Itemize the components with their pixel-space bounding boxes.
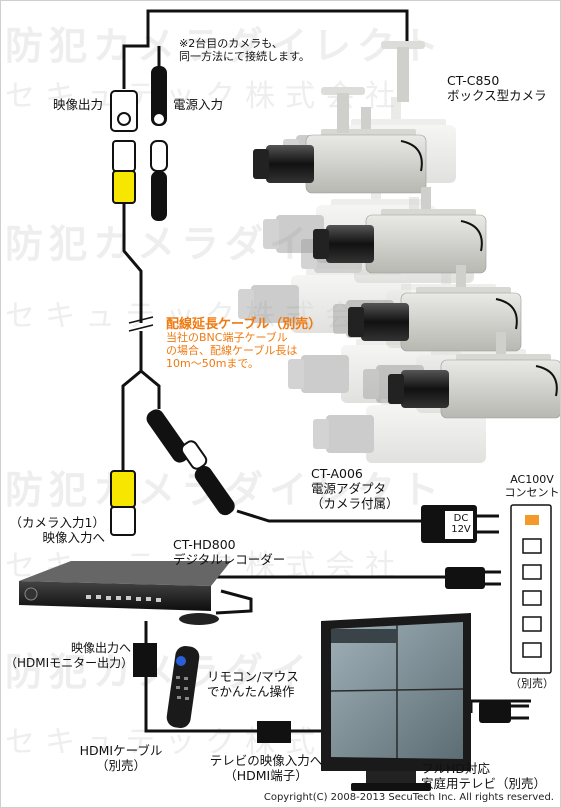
power-outlet-strip bbox=[510, 504, 552, 674]
camera-label: CT-C850 ボックス型カメラ bbox=[447, 73, 547, 103]
label-power-in: 電源入力 bbox=[173, 97, 224, 112]
watermark-company: セキュテック株式会社 bbox=[5, 79, 405, 114]
tv-label: フルHD対応 家庭用テレビ（別売） bbox=[421, 761, 547, 791]
recorder-power-plug bbox=[445, 567, 501, 589]
ac-adapter bbox=[421, 505, 499, 543]
extension-cable-label: 配線延長ケーブル（別売） 当社のBNC端子ケーブル の場合、配線ケーブル長は 1… bbox=[166, 317, 322, 370]
remote-label: リモコン/マウス でかんたん操作 bbox=[207, 669, 299, 699]
bnc-connector-camera bbox=[110, 90, 138, 204]
outlet-label: AC100V コンセント bbox=[504, 473, 560, 499]
power-plug-extension bbox=[146, 409, 235, 516]
digital-recorder bbox=[19, 561, 231, 625]
hdmi-connector-recorder bbox=[133, 643, 157, 677]
remote-control bbox=[166, 646, 200, 728]
camera-stack bbox=[238, 41, 560, 463]
recorder-label: CT-HD800 デジタルレコーダー bbox=[173, 537, 286, 567]
power-plug-camera bbox=[150, 66, 168, 221]
note-second-camera: ※2台目のカメラも、 同一方法にて接続します。 bbox=[179, 37, 310, 63]
bnc-connector-recorder bbox=[110, 470, 136, 536]
tv-monitor bbox=[321, 613, 471, 791]
hdmi-connector-tv bbox=[257, 721, 291, 743]
tv-input-label: テレビの映像入力へ （HDMI端子） bbox=[209, 753, 323, 783]
hdmi-out-label: 映像出力へ （HDMIモニター出力） bbox=[5, 641, 134, 670]
hdmi-cable-label: HDMIケーブル （別売） bbox=[79, 743, 163, 773]
copyright: Copyright(C) 2008-2013 SecuTech Inc. All… bbox=[263, 792, 554, 803]
tv-power-plug bbox=[479, 701, 529, 723]
camera-input-label: （カメラ入力1） 映像入力へ bbox=[9, 515, 105, 545]
adapter-label: CT-A006 電源アダプタ （カメラ付属） bbox=[311, 466, 399, 511]
outlet-note: （別売） bbox=[510, 677, 554, 690]
watermark-brand: 防犯カメラダイレクト bbox=[5, 24, 446, 68]
label-video-out: 映像出力 bbox=[53, 97, 104, 112]
adapter-plate: DC 12V bbox=[451, 513, 471, 535]
